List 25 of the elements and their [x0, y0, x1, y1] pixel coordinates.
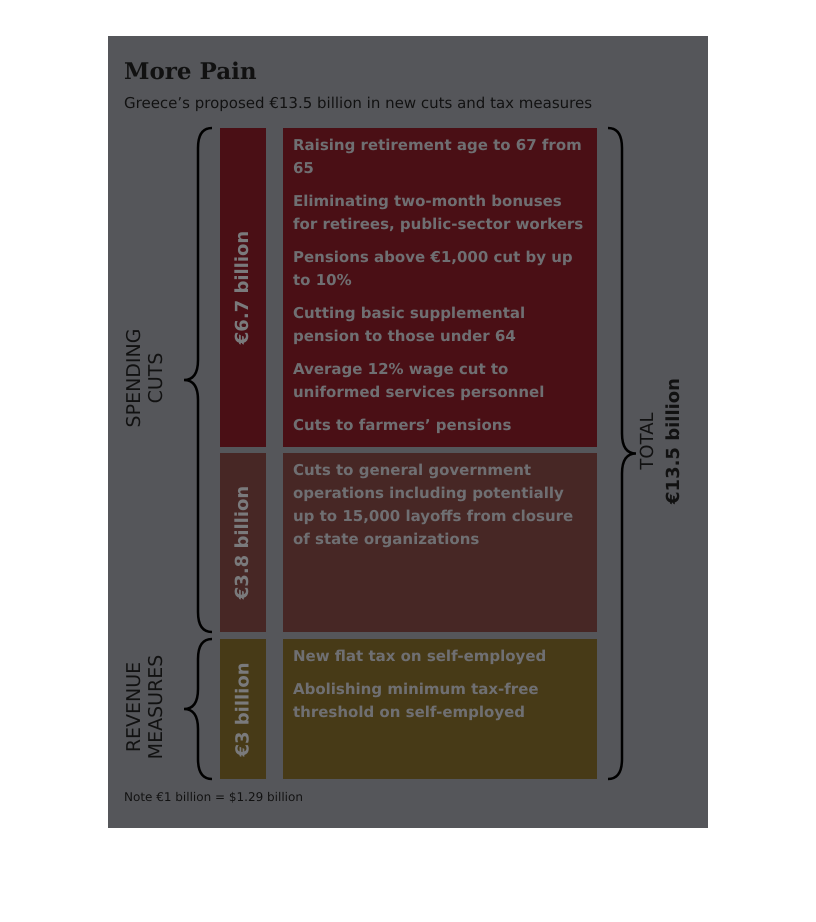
- chart-title: More Pain: [124, 58, 257, 85]
- amount-label: €3.8 billion: [232, 486, 254, 600]
- measure-text: New flat tax on self-employed: [293, 646, 548, 667]
- note-text: Note €1 billion = $1.29 billion: [124, 790, 303, 804]
- amount-label: €6.7 billion: [232, 230, 254, 344]
- measure-text: Pensions above €1,000 cut by up to 10%: [293, 247, 574, 291]
- group-label: TOTAL: [637, 411, 659, 472]
- measure-text: Abolishing minimum tax-free threshold on self-employed: [293, 679, 540, 723]
- amount-bar: [220, 128, 266, 447]
- subtitle: Greece’s proposed €13.5 billion in new cuts and tax measures: [124, 94, 592, 112]
- amount-label: €3 billion: [232, 662, 254, 756]
- measure-text: Eliminating two-month bonuses for retirees, public-sector workers: [293, 191, 584, 235]
- measure-text: Cuts to general government operations including potentially up to 15,000 layoffs from closure of state organizations: [293, 460, 574, 550]
- measures-panel: [283, 453, 597, 632]
- measure-text: Raising retirement age to 67 from 65: [293, 135, 583, 179]
- measures-panel: [283, 639, 597, 779]
- amount-bar: [220, 453, 266, 632]
- group-label: REVENUE MEASURES: [123, 654, 167, 762]
- measure-text: Cuts to farmers’ pensions: [293, 415, 512, 436]
- group-label: SPENDING CUTS: [123, 328, 167, 430]
- measure-text: Average 12% wage cut to uniformed services personnel: [293, 359, 546, 403]
- amount-bar: [220, 639, 266, 779]
- measure-text: Cutting basic supplemental pension to those under 64: [293, 303, 526, 347]
- group-label: €13.5 billion: [663, 377, 685, 506]
- measures-panel: [283, 128, 597, 447]
